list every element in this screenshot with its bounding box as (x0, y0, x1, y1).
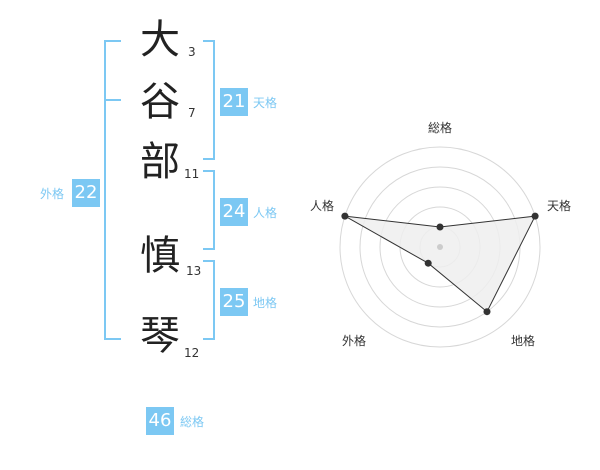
radar-point-1 (436, 223, 444, 231)
chikaku-bracket (203, 260, 215, 340)
soukaku-value: 46 (146, 407, 174, 435)
stroke-count-4: 13 (186, 264, 202, 278)
gaikaku-value: 22 (72, 179, 100, 207)
tenkaku-label: 天格 (253, 96, 278, 110)
radar-point-2 (531, 212, 539, 220)
soukaku-label: 総格 (180, 415, 205, 429)
jinkaku-value: 24 (220, 198, 248, 226)
tenkaku-value: 21 (220, 88, 248, 116)
radar-center-dot (437, 244, 443, 250)
radar-series-area (344, 215, 536, 313)
name-char-4: 慎 (140, 233, 180, 279)
jinkaku-label: 人格 (253, 206, 278, 220)
chikaku-value: 25 (220, 288, 248, 316)
chikaku-label: 地格 (253, 296, 278, 310)
radar-axis-label-2: 天格 (547, 198, 571, 213)
stroke-count-5: 12 (184, 346, 200, 360)
name-char-5: 琴 (140, 313, 180, 359)
radar-point-4 (424, 259, 432, 267)
stroke-count-1: 3 (188, 45, 196, 59)
radar-axis-label-4: 外格 (342, 333, 366, 348)
radar-axis-label-3: 地格 (511, 333, 535, 348)
stroke-count-2: 7 (188, 106, 196, 120)
tenkaku-bracket (203, 40, 215, 160)
name-char-3: 部 (140, 139, 180, 185)
radar-axis-label-5: 人格 (310, 198, 334, 213)
jinkaku-bracket (203, 170, 215, 250)
gaikaku-label: 外格 (40, 187, 65, 201)
name-char-1: 大 (140, 17, 180, 63)
radar-grid-ring-5 (339, 146, 541, 348)
radar-point-5 (341, 212, 349, 220)
name-char-2: 谷 (140, 79, 180, 125)
radar-axis-label-1: 総格 (428, 120, 452, 135)
radar-point-3 (483, 308, 491, 316)
stroke-count-3: 11 (184, 167, 200, 181)
gaikaku-bracket-divider (104, 99, 121, 101)
gaikaku-bracket (104, 40, 121, 340)
